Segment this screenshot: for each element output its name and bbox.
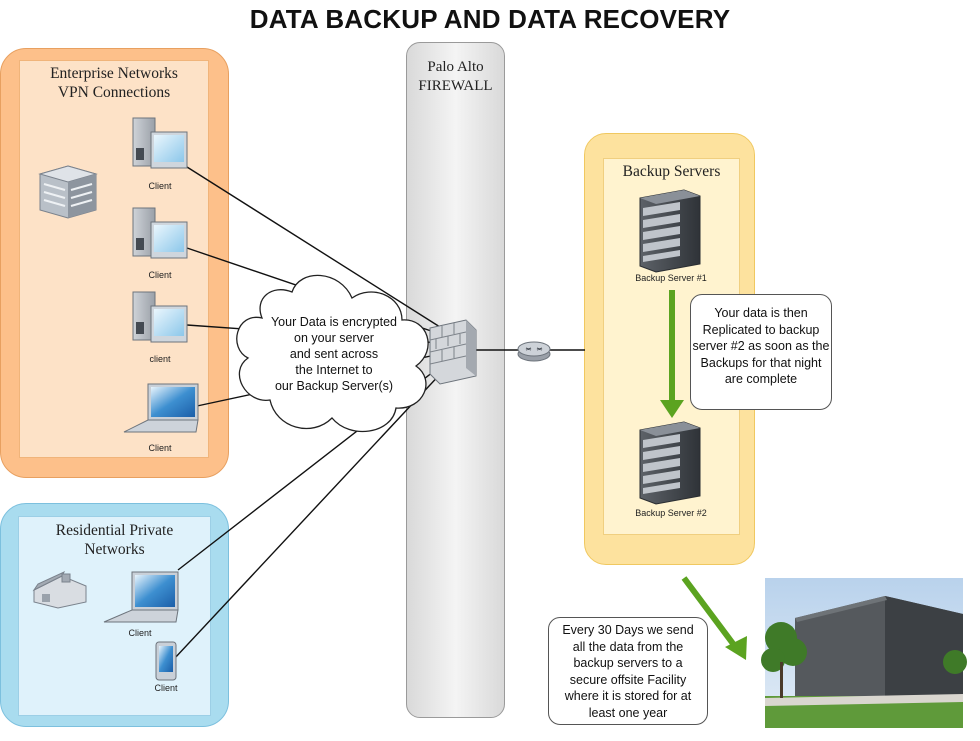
- replication-callout-line1: Your data is then: [714, 306, 808, 320]
- backup-server-2-label: Backup Server #2: [635, 508, 707, 518]
- smartphone-icon: [155, 641, 177, 681]
- cloud-text-line4: the Internet to: [295, 363, 373, 377]
- replication-callout: Your data is then Replicated to backup s…: [690, 294, 832, 410]
- internet-cloud-icon: [236, 274, 429, 433]
- cloud-text-line2: on your server: [294, 331, 374, 345]
- link-client1-firewall: [186, 166, 441, 328]
- office-building-icon: [38, 165, 98, 219]
- backup-server-2-icon: [639, 421, 701, 505]
- offsite-callout-line6: least one year: [588, 705, 668, 720]
- offsite-callout-line4: secure offsite Facility: [569, 672, 687, 687]
- client-label-2: Client: [148, 270, 172, 280]
- router-icon: [517, 341, 551, 362]
- desktop-client-3-icon: [132, 291, 188, 343]
- enterprise-label-line1: Enterprise Networks: [50, 65, 178, 82]
- client-label-1: Client: [148, 181, 172, 191]
- firewall-label: Palo Alto FIREWALL: [406, 58, 505, 96]
- offsite-callout-line1: Every 30 Days we send: [562, 623, 694, 637]
- cloud-text-line5: our Backup Server(s): [274, 379, 394, 393]
- replication-callout-line3: server #2 as soon as the: [692, 339, 830, 353]
- enterprise-network-label: Enterprise Networks VPN Connections: [19, 64, 209, 102]
- cloud-text-line1: Your Data is encrypted: [270, 315, 397, 329]
- residential-client-label-2: Client: [154, 683, 178, 693]
- residential-laptop-icon: [103, 571, 179, 623]
- desktop-client-2-icon: [132, 207, 188, 259]
- backup-server-1-icon: [639, 189, 701, 273]
- offsite-facility-image: [761, 578, 967, 728]
- replication-arrow-icon: [660, 290, 684, 418]
- client-label-4: Client: [148, 443, 172, 453]
- offsite-callout-line5: where it is stored for at: [564, 689, 692, 703]
- offsite-arrow-icon: [681, 576, 747, 660]
- laptop-client-icon: [123, 383, 199, 433]
- residential-network-inner: [18, 516, 211, 716]
- residential-label-line2: Networks: [84, 541, 145, 558]
- link-res-phone-firewall: [173, 369, 445, 660]
- house-icon: [32, 570, 87, 609]
- enterprise-label-line2: VPN Connections: [57, 84, 171, 101]
- client-label-3: client: [149, 354, 171, 364]
- firewall-label-line2: FIREWALL: [418, 78, 493, 94]
- replication-callout-line5: are complete: [724, 372, 798, 386]
- residential-client-label-1: Client: [128, 628, 152, 638]
- cloud-text-line3: and sent across: [289, 347, 379, 361]
- offsite-callout-line2: all the data from the: [572, 639, 684, 654]
- residential-label-line1: Residential Private: [55, 522, 174, 539]
- replication-callout-line2: Replicated to backup: [702, 322, 820, 337]
- offsite-callout-line3: backup servers to a: [573, 656, 683, 670]
- backup-servers-label: Backup Servers: [622, 163, 721, 180]
- replication-callout-line4: Backups for that night: [700, 355, 822, 370]
- cloud-text: Your Data is encrypted on your server an…: [244, 314, 424, 394]
- offsite-callout: Every 30 Days we send all the data from …: [548, 617, 708, 725]
- desktop-client-1-icon: [132, 117, 188, 169]
- firewall-brick-icon: [429, 319, 477, 385]
- backup-server-1-label: Backup Server #1: [635, 273, 707, 283]
- residential-network-label: Residential Private Networks: [18, 521, 211, 559]
- page-title: DATA BACKUP AND DATA RECOVERY: [249, 4, 731, 34]
- firewall-label-line1: Palo Alto: [427, 59, 484, 75]
